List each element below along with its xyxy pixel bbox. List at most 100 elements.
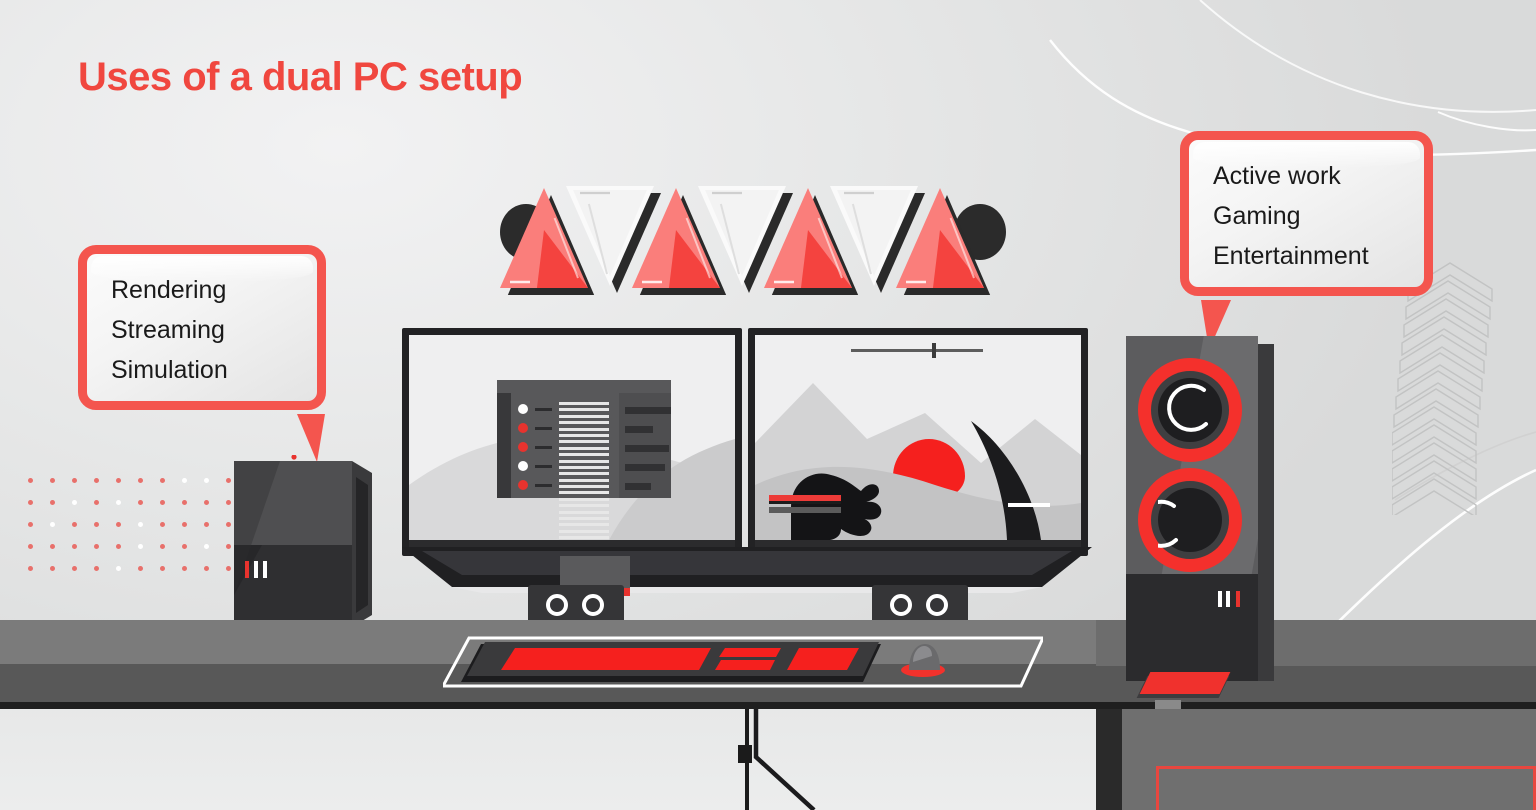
decor-dot: [182, 566, 187, 571]
rgb-gaming-keyboard[interactable]: [440, 632, 1046, 688]
decor-dot: [204, 478, 209, 483]
callout-line: Rendering: [111, 276, 227, 304]
speaker-led: [1226, 591, 1230, 607]
speaker-driver-arc: [1167, 383, 1208, 432]
speaker-driver-arc: [1158, 499, 1178, 548]
editor-status-line: [535, 408, 552, 411]
monitor-right[interactable]: [748, 328, 1088, 556]
decor-dot: [160, 478, 165, 483]
decor-dot: [72, 522, 77, 527]
cabinet-outline: [1156, 766, 1536, 810]
monitor-left[interactable]: [402, 328, 742, 556]
decor-dot: [28, 522, 33, 527]
monitor-bezel-bottom: [409, 540, 735, 549]
editor-code-line: [559, 440, 609, 444]
decor-dot: [116, 566, 121, 571]
editor-code-line: [559, 402, 609, 405]
speaker-driver: [582, 594, 604, 616]
editor-right-panel: [619, 393, 671, 498]
desktop-speaker-right[interactable]: [872, 585, 968, 625]
decor-dot: [28, 478, 33, 483]
dual-monitor-setup[interactable]: [402, 328, 1092, 593]
decor-dot: [160, 522, 165, 527]
game-screen: [755, 335, 1081, 540]
decor-dot: [116, 478, 121, 483]
decor-dot: [160, 544, 165, 549]
editor-code-line: [559, 472, 609, 476]
speaker-driver: [926, 594, 948, 616]
decor-dot: [72, 544, 77, 549]
desk-shadow-line: [0, 702, 1536, 709]
decor-dot: [204, 522, 209, 527]
decor-dot: [182, 500, 187, 505]
editor-code-line: [559, 446, 609, 450]
decor-dot: [72, 566, 77, 571]
editor-code-line: [559, 433, 609, 437]
editor-status-line: [535, 446, 552, 449]
decor-dot: [116, 500, 121, 505]
decor-dot: [160, 500, 165, 505]
chevron-pattern-decoration: [1392, 262, 1493, 515]
editor-code-line: [559, 427, 609, 431]
decor-dot: [182, 478, 187, 483]
decor-dot: [94, 500, 99, 505]
monitor-base-bar: [402, 547, 1092, 593]
rendering-callout[interactable]: Rendering Streaming Simulation: [78, 245, 326, 462]
desktop-speaker-left[interactable]: [528, 585, 624, 625]
decor-dot: [138, 566, 143, 571]
decor-dot: [116, 522, 121, 527]
editor-code-line: [559, 517, 609, 521]
triangular-led-wall-panels: [498, 170, 1008, 297]
decor-dot: [138, 500, 143, 505]
speaker-led: [1218, 591, 1222, 607]
editor-sidebar: [497, 393, 511, 498]
pc-tower[interactable]: [234, 454, 384, 627]
editor-code-line: [559, 497, 609, 501]
desk-cabinet[interactable]: [1096, 709, 1536, 810]
decor-dot: [226, 522, 231, 527]
editor-code-line: [559, 536, 609, 540]
speaker-driver-cone: [1158, 488, 1222, 552]
speaker-side: [1258, 344, 1274, 681]
decor-dot: [50, 566, 55, 571]
game-hand: [791, 473, 882, 540]
editor-panel-bar: [625, 464, 665, 471]
active-work-callout[interactable]: Active work Gaming Entertainment: [1180, 131, 1433, 350]
editor-code-line: [559, 414, 609, 418]
decor-dot: [28, 544, 33, 549]
speaker-driver: [890, 594, 912, 616]
editor-status-dot: [518, 442, 528, 452]
cabinet-side-panel: [1096, 709, 1122, 810]
editor-code-line: [559, 453, 609, 457]
editor-panel-bar: [625, 483, 651, 490]
callout-line: Gaming: [1213, 202, 1301, 230]
decor-dot: [226, 478, 231, 483]
code-editor-screen: [409, 335, 735, 540]
editor-status-line: [535, 465, 552, 468]
editor-code-line: [559, 529, 609, 533]
editor-status-dot: [518, 480, 528, 490]
editor-code-line: [559, 485, 609, 489]
editor-status-line: [535, 427, 552, 430]
editor-status-dot: [518, 423, 528, 433]
floor-standing-speaker[interactable]: [1126, 336, 1274, 681]
callout-line: Simulation: [111, 356, 228, 384]
keyboard-keys: [501, 648, 711, 670]
editor-code-line: [559, 459, 609, 463]
decor-dot: [116, 544, 121, 549]
decor-dot: [94, 544, 99, 549]
decor-dot: [204, 500, 209, 505]
editor-code-line: [559, 504, 609, 508]
decor-dot: [204, 544, 209, 549]
editor-window: [497, 380, 671, 540]
decor-dot: [50, 478, 55, 483]
callout-tail-left: [297, 414, 325, 462]
game-ammo-indicator: [1008, 503, 1050, 507]
decor-dot: [28, 500, 33, 505]
editor-panel-bar: [625, 445, 669, 452]
game-stamina-bar: [769, 507, 841, 513]
decor-dot: [226, 544, 231, 549]
decor-dot: [94, 522, 99, 527]
callout-line: Entertainment: [1213, 242, 1369, 270]
callout-line: Streaming: [111, 316, 225, 344]
